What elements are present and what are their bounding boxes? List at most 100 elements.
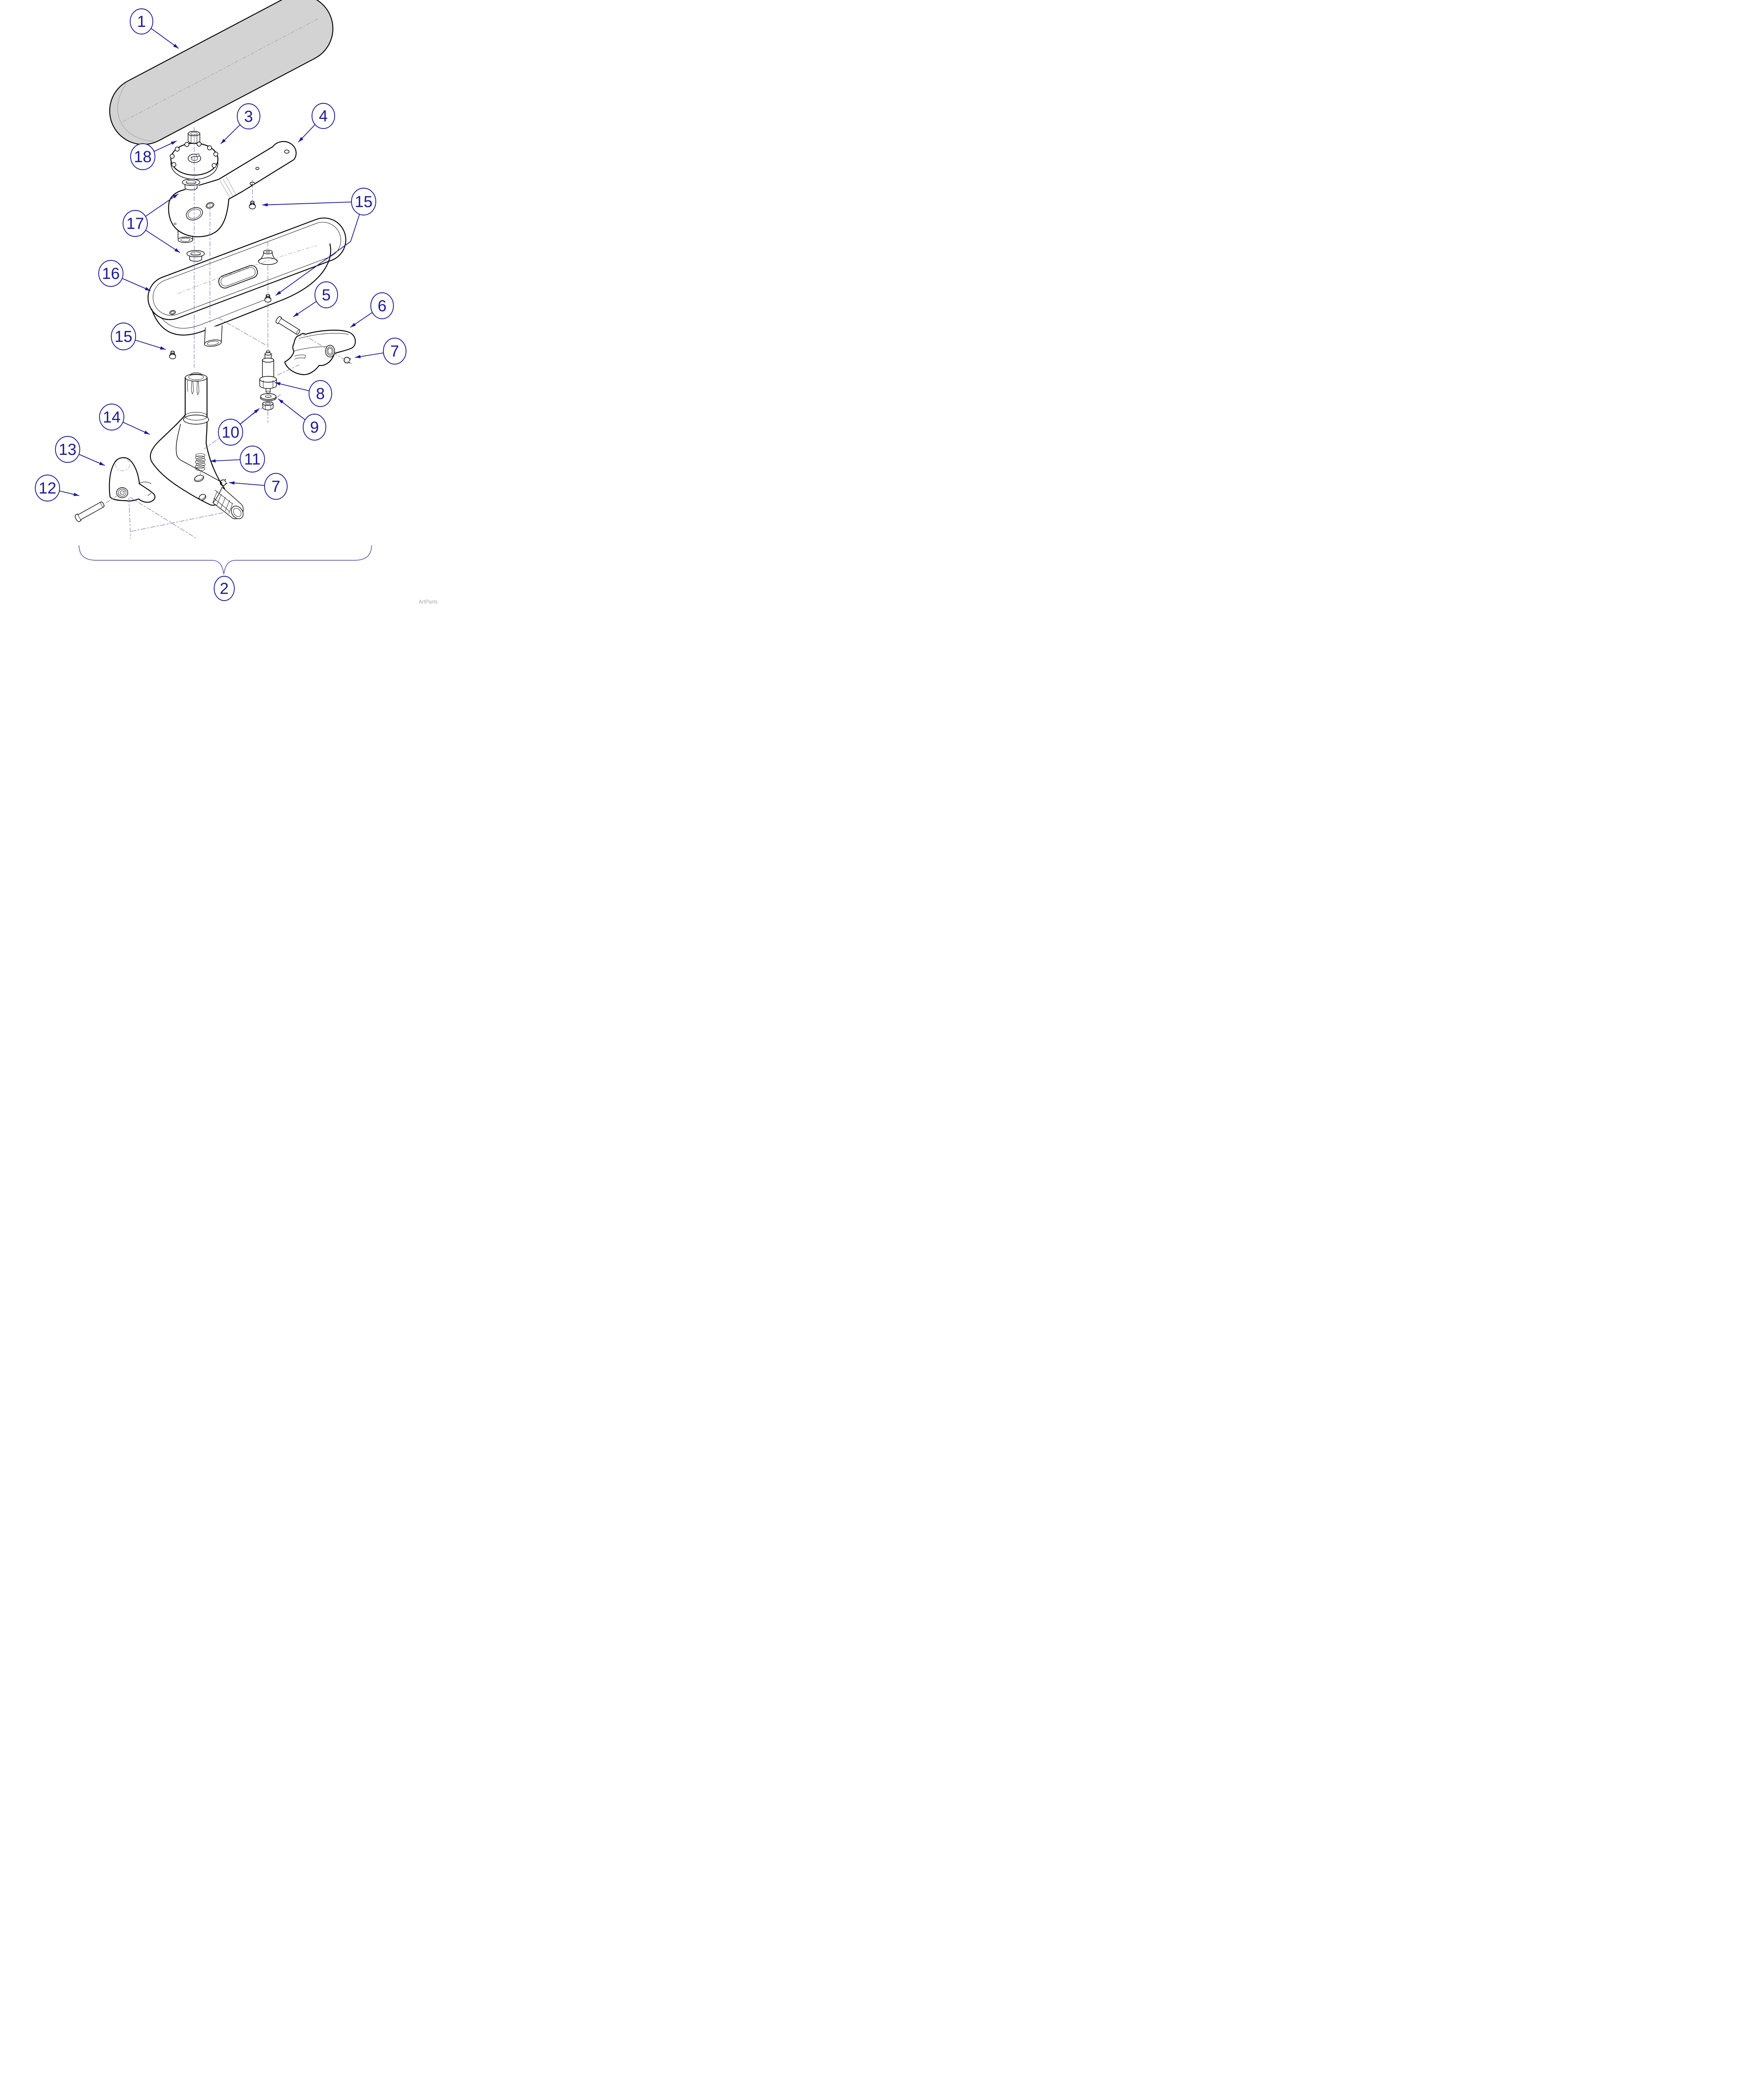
callout-number: 1 <box>137 13 146 31</box>
callout-number: 15 <box>115 328 132 346</box>
callout-number: 18 <box>134 148 152 166</box>
handle-slot <box>294 354 306 360</box>
shell-stud-base <box>258 257 278 265</box>
callout-17-5: 17 <box>123 194 180 253</box>
shell-stud-top <box>263 249 273 255</box>
callout-4-2: 4 <box>298 103 335 142</box>
retaining-ring-lower-part <box>220 479 228 486</box>
callout-number: 7 <box>271 478 280 496</box>
callout-leader-arrow <box>262 201 364 207</box>
callout-13-16: 13 <box>55 436 105 466</box>
callout-bubble <box>130 8 153 34</box>
callout-15-4: 15 <box>262 188 376 296</box>
callout-bubble <box>111 323 136 350</box>
armrest-pad-part <box>109 0 333 145</box>
arm-silhouette <box>150 374 225 506</box>
retaining-ring-right-part <box>343 357 351 364</box>
screw-shell-part <box>264 294 272 303</box>
callout-number: 14 <box>103 409 121 426</box>
callout-15-10: 15 <box>111 323 166 350</box>
callout-number: 12 <box>39 480 56 497</box>
callout-10-13: 10 <box>218 408 259 446</box>
callout-number: 5 <box>322 286 330 304</box>
support-arm-part <box>150 372 244 520</box>
shell-centerline <box>178 245 317 294</box>
arm-top-cap <box>185 373 207 382</box>
callout-number: 8 <box>316 385 325 403</box>
hex-nut-part <box>262 401 274 410</box>
bracket-bend-lines <box>220 176 236 198</box>
spline-teeth <box>212 490 233 514</box>
callout-bubble <box>55 436 80 463</box>
arm-splined-shaft <box>212 487 244 520</box>
armrest-shell-part <box>147 217 346 347</box>
screw-left-part <box>169 350 176 360</box>
flanged-bushing-lower-part <box>186 250 205 262</box>
assembly-axis-lines <box>106 127 352 539</box>
callout-number: 3 <box>244 108 253 126</box>
arm-crease <box>176 424 223 483</box>
arm-spline-groove <box>197 381 199 395</box>
callout-bubble <box>351 188 376 215</box>
arm-lower-hole <box>199 494 206 501</box>
callout-number: 7 <box>390 343 399 360</box>
release-handle-part <box>284 330 356 375</box>
assembly-group-brace <box>79 545 372 575</box>
bracket-boss-bottom <box>178 236 193 243</box>
bracket-end-hole <box>284 150 290 154</box>
callout-7-18: 7 <box>229 473 288 500</box>
callout-bubble <box>130 143 155 170</box>
pivot-pin-part <box>75 501 105 522</box>
callout-bubble <box>123 210 148 237</box>
callout-bubble <box>98 260 123 287</box>
callout-8-11: 8 <box>275 380 332 407</box>
callout-5-7: 5 <box>293 281 338 317</box>
callout-7-9: 7 <box>355 338 406 365</box>
callout-11-15: 11 <box>210 446 265 472</box>
callout-number: 6 <box>377 297 386 315</box>
clevis-pin-part <box>275 316 300 335</box>
callout-6-8: 6 <box>350 292 394 328</box>
callout-bubble <box>315 281 338 308</box>
callout-16-6: 16 <box>98 260 151 291</box>
pivot-cover-part <box>109 457 156 503</box>
callout-3-1: 3 <box>220 103 260 144</box>
watermark-text: ArtParts <box>419 599 438 605</box>
callout-bubble <box>35 475 60 501</box>
pad-centerline <box>123 17 320 122</box>
callout-bubble <box>303 414 326 441</box>
callout-bubble <box>237 103 260 129</box>
callout-bubble <box>240 446 265 472</box>
washer-part <box>260 393 277 401</box>
callout-bubble <box>370 292 394 319</box>
callout-number: 9 <box>310 419 319 436</box>
callout-number: 15 <box>355 193 372 211</box>
callout-number: 11 <box>244 451 260 468</box>
cover-hidden-hole <box>115 458 130 471</box>
callout-bubble <box>99 404 124 430</box>
arm-collar <box>183 415 209 425</box>
plunger-cylinder-part <box>259 350 277 394</box>
shell-slot-cutout <box>218 265 258 289</box>
bracket-small-hole <box>255 167 259 170</box>
callout-number: 10 <box>222 424 239 441</box>
callout-number: 16 <box>102 265 120 283</box>
callout-number: 13 <box>59 441 76 459</box>
callout-bubble <box>264 473 288 500</box>
callout-12-17: 12 <box>35 475 79 501</box>
callout-leader-arrow <box>275 201 364 296</box>
callout-number: 17 <box>126 215 144 233</box>
callout-bubble <box>218 419 243 446</box>
shell-spigot-sides <box>204 325 223 345</box>
callout-number: 4 <box>319 108 328 125</box>
shell-bowl-wall <box>151 243 331 336</box>
callout-14-14: 14 <box>99 404 150 435</box>
callout-bubble <box>309 380 332 407</box>
callout-2-19: 2 <box>214 576 235 601</box>
callout-9-12: 9 <box>278 399 326 441</box>
arm-spline-groove <box>191 381 194 394</box>
flanged-bushing-upper-part <box>182 178 200 191</box>
pad-seam-line <box>117 84 154 142</box>
